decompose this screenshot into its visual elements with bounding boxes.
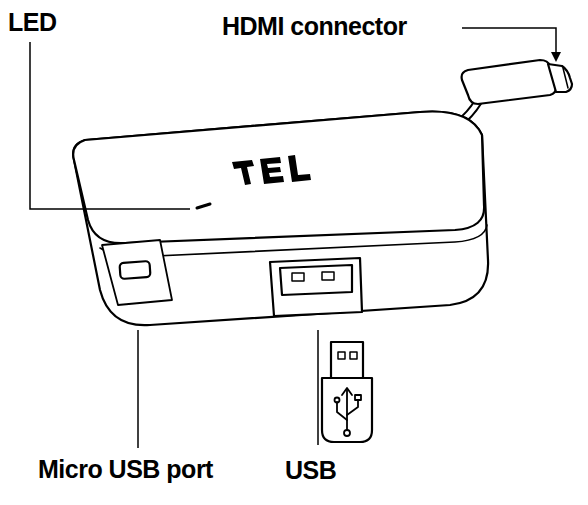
leader-lines: [30, 28, 556, 448]
micro-usb-leader: [137, 330, 139, 448]
usb-stick-hole: [350, 352, 357, 359]
part-label: HDMI connector: [222, 14, 407, 39]
usb-port: [270, 258, 362, 316]
hdmi-leader: [462, 28, 556, 58]
usb-stick-body: [322, 378, 372, 442]
device-body: [73, 111, 488, 325]
hdmi-tip-edge: [563, 68, 568, 88]
device-top: [73, 111, 484, 243]
hdmi-tip: [548, 64, 572, 92]
usb-pin: [322, 272, 334, 280]
usb-pin: [292, 273, 304, 281]
micro-usb-port: [119, 261, 150, 279]
usb-port-inner: [280, 265, 352, 295]
usb-symbol: [335, 388, 362, 436]
hdmi-plug: [462, 60, 557, 104]
usb-leader: [317, 330, 319, 445]
led-leader: [30, 42, 190, 209]
usb-stick-plug: [331, 342, 363, 378]
micro-usb-recess: [102, 240, 172, 305]
leader-arrowhead: [551, 52, 561, 62]
part-label: Micro USB port: [38, 457, 213, 482]
led-indicator: [197, 204, 210, 208]
part-label: USB: [285, 458, 336, 483]
part-label: LED: [8, 10, 57, 35]
logo-graphic: [232, 155, 311, 185]
usb-stick-hole: [338, 352, 345, 359]
